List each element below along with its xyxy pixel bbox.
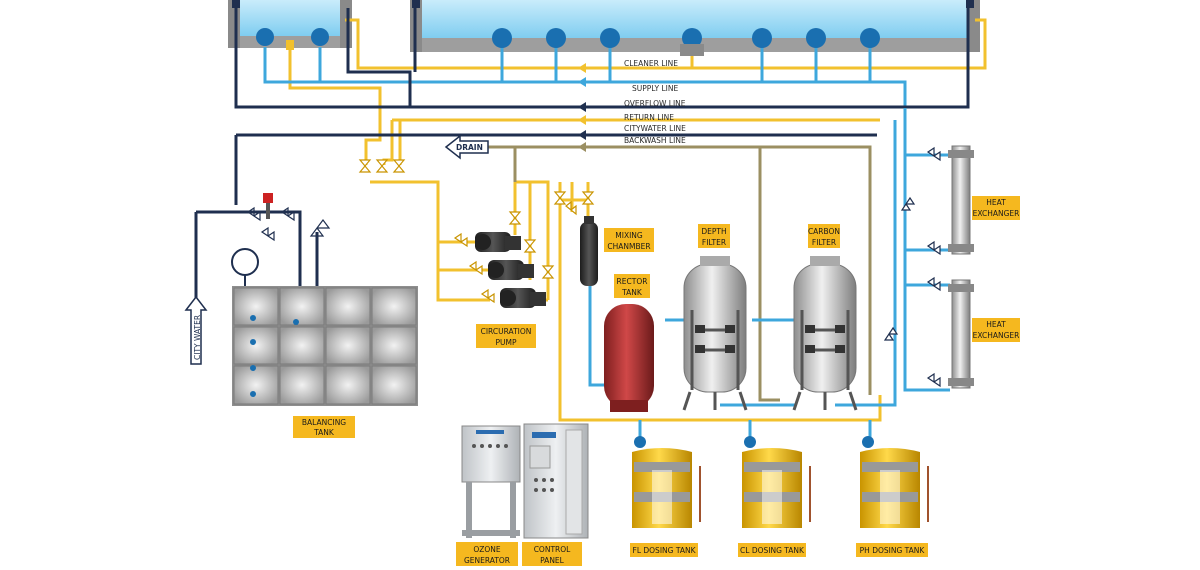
carbon-filter bbox=[792, 256, 858, 411]
arrow-overflow bbox=[578, 102, 586, 112]
circulation-pumps bbox=[475, 232, 546, 308]
label-ph-dosing-tank bbox=[856, 543, 928, 557]
arrow-supply bbox=[578, 77, 586, 87]
cl-dosing-tank-label: CL DOSING TANK bbox=[740, 546, 805, 555]
line-label-backwash: BACKWASH LINE bbox=[624, 136, 686, 145]
pool-left bbox=[228, 0, 352, 50]
label-circulation-pump bbox=[476, 324, 536, 348]
control-panel-label-2: PANEL bbox=[540, 556, 565, 565]
line-label-return: RETURN LINE bbox=[624, 113, 674, 122]
depth-filter bbox=[682, 256, 748, 411]
pressure-regulator bbox=[263, 193, 273, 203]
label-depth-filter bbox=[698, 224, 730, 248]
heat-exchanger-2-label-1: HEAT bbox=[986, 320, 1006, 329]
ozone-generator bbox=[461, 425, 521, 538]
heat-exchanger-1-label-2: EXCHANGER bbox=[973, 209, 1020, 218]
arrow-cleaner bbox=[578, 63, 586, 73]
depth-filter-label-2: FILTER bbox=[702, 238, 726, 247]
label-fl-dosing-tank bbox=[630, 543, 698, 557]
cl-dosing-tank bbox=[742, 436, 811, 528]
label-balancing-tank bbox=[293, 416, 355, 438]
depth-filter-label-1: DEPTH bbox=[701, 227, 726, 236]
fl-dosing-tank bbox=[632, 436, 701, 528]
carbon-filter-label-1: CARBON bbox=[808, 227, 840, 236]
drain-label: DRAIN bbox=[456, 143, 483, 152]
fl-dosing-tank-label: FL DOSING TANK bbox=[633, 546, 697, 555]
reactor-tank bbox=[604, 304, 654, 412]
heat-exchanger-2 bbox=[948, 279, 974, 389]
line-label-supply: SUPPLY LINE bbox=[632, 84, 678, 93]
mixing-chamber bbox=[580, 216, 598, 286]
balancing-tank bbox=[232, 286, 418, 406]
control-panel-label-1: CONTROL bbox=[534, 545, 571, 554]
carbon-filter-label-2: FILTER bbox=[812, 238, 836, 247]
drain-arrow: DRAIN bbox=[444, 134, 489, 160]
pump-2 bbox=[488, 260, 534, 280]
reactor-tank-label-2: TANK bbox=[621, 288, 643, 297]
mixing-chamber-label-2: CHANMBER bbox=[607, 242, 650, 251]
label-heat-exchanger-1 bbox=[972, 196, 1020, 220]
circulation-pump-label-2: PUMP bbox=[495, 338, 516, 347]
float-valve bbox=[231, 248, 259, 276]
ph-dosing-tank bbox=[860, 436, 929, 528]
ph-dosing-tank-label: PH DOSING TANK bbox=[860, 546, 926, 555]
label-mixing-chamber bbox=[604, 228, 654, 252]
heat-exchanger-1-label-1: HEAT bbox=[986, 198, 1006, 207]
arrow-return bbox=[578, 115, 586, 125]
label-control-panel bbox=[522, 542, 582, 566]
arrow-citywater bbox=[578, 130, 586, 140]
balancing-tank-label-2: TANK bbox=[313, 428, 335, 437]
flow-arrows bbox=[578, 63, 586, 125]
line-label-citywater: CITYWATER LINE bbox=[624, 124, 686, 133]
header-pipes bbox=[234, 8, 987, 395]
ozone-generator-label-1: OZONE bbox=[473, 545, 501, 554]
label-ozone-generator bbox=[456, 542, 518, 566]
label-cl-dosing-tank bbox=[738, 543, 806, 557]
label-carbon-filter bbox=[808, 224, 840, 248]
label-reactor-tank bbox=[614, 274, 650, 298]
mixing-chamber-label-1: MIXING bbox=[615, 231, 643, 240]
ozone-generator-label-2: GENERATOR bbox=[464, 556, 510, 565]
line-label-overflow: OVERFLOW LINE bbox=[624, 99, 686, 108]
pump-1 bbox=[475, 232, 521, 252]
circulation-pump-label-1: CIRCURATION bbox=[481, 327, 532, 336]
filter-pipes bbox=[588, 108, 950, 440]
balancing-tank-label-1: BALANCING bbox=[302, 418, 346, 427]
heat-exchanger-1 bbox=[948, 145, 974, 255]
reactor-tank-label-1: RECTOR bbox=[617, 277, 648, 286]
arrow-backwash bbox=[578, 142, 586, 152]
heat-exchanger-2-label-2: EXCHANGER bbox=[973, 331, 1020, 340]
line-label-cleaner: CLEANER LINE bbox=[624, 59, 678, 68]
city-water-label: CITY WATER bbox=[193, 315, 202, 360]
pump-3 bbox=[500, 288, 546, 308]
pool-right bbox=[232, 0, 980, 56]
label-heat-exchanger-2 bbox=[972, 318, 1020, 342]
control-panel bbox=[523, 423, 589, 539]
